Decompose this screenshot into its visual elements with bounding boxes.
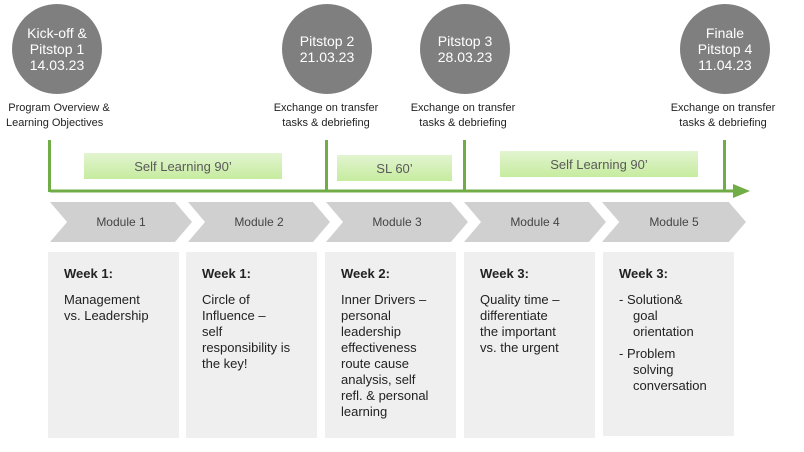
milestone-caption-1: Program Overview & Learning Objectives	[0, 101, 118, 131]
milestone-date: 28.03.23	[437, 49, 493, 65]
week-card-3: Week 2: Inner Drivers – personal leaders…	[325, 252, 456, 438]
week-text: Quality time –	[480, 292, 560, 307]
week-title: Week 2:	[341, 266, 390, 281]
caption-line: tasks & debriefing	[679, 117, 767, 129]
self-learning-box-3: Self Learning 90’	[500, 151, 698, 177]
milestone-caption-4: Exchange on transfer tasks & debriefing	[662, 101, 784, 131]
caption-line: Learning Objectives	[6, 117, 104, 129]
week-title: Week 1:	[64, 266, 113, 281]
caption-line: tasks & debriefing	[419, 117, 507, 129]
week-card-1: Week 1: Management vs. Leadership	[48, 252, 179, 438]
week-text: Management	[64, 292, 140, 307]
week-text: the important	[480, 324, 556, 339]
week-card-2: Week 1: Circle of Influence – self respo…	[186, 252, 317, 438]
module-chevron-3: Module 3	[326, 202, 468, 242]
week-text: effectiveness	[341, 340, 417, 355]
module-chevron-4: Module 4	[464, 202, 606, 242]
milestone-date: 21.03.23	[299, 49, 355, 65]
milestone-line-4	[723, 140, 726, 192]
self-learning-box-2: SL 60’	[337, 155, 452, 181]
module-chevron-1: Module 1	[50, 202, 192, 242]
week-text: responsibility is	[202, 340, 291, 355]
week-text: - Problem	[619, 346, 676, 361]
milestone-line: Pitstop 1	[29, 41, 85, 57]
week-text: route cause	[341, 356, 409, 371]
week-card-5: Week 3: - Solution& goal orientation - P…	[603, 252, 734, 436]
milestone-date: 11.04.23	[698, 57, 752, 73]
week-text: self	[202, 324, 223, 339]
caption-line: Exchange on transfer	[273, 102, 379, 114]
self-learning-box-1: Self Learning 90’	[84, 153, 282, 179]
milestone-line-1	[48, 140, 51, 192]
week-text: - Solution&	[619, 292, 683, 307]
caption-line: Exchange on transfer	[670, 102, 776, 114]
week-text: leadership	[341, 324, 401, 339]
module-chevron-5: Module 5	[602, 202, 746, 242]
milestone-line: Pitstop 3	[437, 33, 493, 49]
caption-line: Exchange on transfer	[410, 102, 516, 114]
week-title: Week 3:	[619, 266, 668, 281]
milestone-pitstop-3: Pitstop 3 28.03.23	[420, 4, 510, 94]
milestone-line-2	[325, 140, 328, 192]
week-title: Week 1:	[202, 266, 251, 281]
week-text: learning	[341, 404, 388, 419]
milestone-line: Finale	[705, 25, 745, 41]
week-text: the key!	[202, 356, 248, 371]
milestone-line-3	[463, 140, 466, 192]
milestone-finale: Finale Pitstop 4 11.04.23	[680, 4, 770, 94]
caption-line: tasks & debriefing	[282, 117, 370, 129]
module-chevron-2: Module 2	[188, 202, 330, 242]
week-text: analysis, self	[341, 372, 416, 387]
week-text: personal	[341, 308, 391, 323]
week-text: refl. & personal	[341, 388, 429, 403]
week-text: Inner Drivers –	[341, 292, 427, 307]
milestone-date: 14.03.23	[29, 57, 85, 73]
week-text: conversation	[633, 378, 707, 393]
milestone-line: Kick-off &	[27, 25, 87, 41]
milestone-kickoff: Kick-off & Pitstop 1 14.03.23	[12, 4, 102, 94]
week-text: goal	[633, 308, 658, 323]
milestone-pitstop-2: Pitstop 2 21.03.23	[282, 4, 372, 94]
week-text: Influence –	[202, 308, 266, 323]
milestone-line: Pitstop 2	[299, 33, 355, 49]
week-text: Circle of	[202, 292, 250, 307]
week-text: vs. Leadership	[64, 308, 149, 323]
caption-line: Program Overview &	[8, 102, 110, 114]
week-text: differentiate	[480, 308, 548, 323]
week-text: orientation	[633, 324, 694, 339]
milestone-line: Pitstop 4	[697, 41, 753, 57]
week-text: vs. the urgent	[480, 340, 559, 355]
milestone-caption-3: Exchange on transfer tasks & debriefing	[402, 101, 524, 131]
milestone-caption-2: Exchange on transfer tasks & debriefing	[265, 101, 387, 131]
week-text: solving	[633, 362, 674, 377]
week-card-4: Week 3: Quality time – differentiate the…	[464, 252, 595, 438]
week-title: Week 3:	[480, 266, 529, 281]
